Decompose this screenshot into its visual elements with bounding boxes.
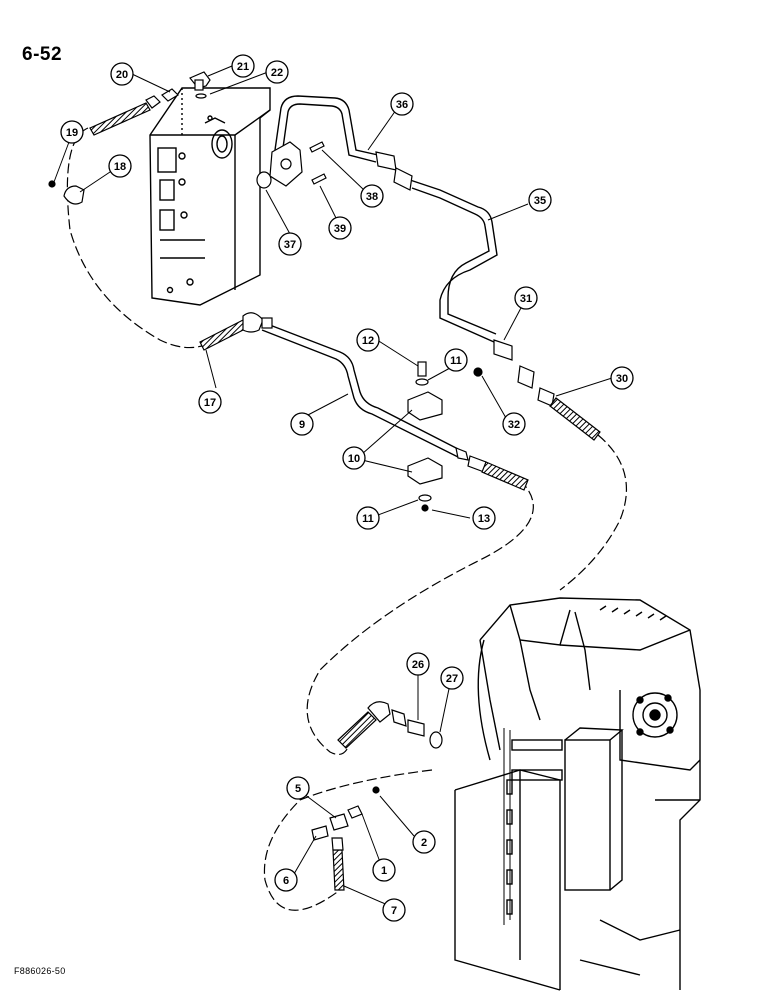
callout-39: 39 (328, 216, 352, 240)
callout-7: 7 (382, 898, 406, 922)
callout-20-label: 20 (116, 69, 128, 81)
callout-12: 12 (356, 328, 380, 352)
callout-36: 36 (390, 92, 414, 116)
callout-37: 37 (278, 232, 302, 256)
callout-20: 20 (110, 62, 134, 86)
callout-21: 21 (231, 54, 255, 78)
callout-12-label: 12 (362, 335, 374, 347)
callout-11-lower-label: 11 (362, 513, 374, 525)
callout-30: 30 (610, 366, 634, 390)
callout-17-label: 17 (204, 397, 216, 409)
callout-32: 32 (502, 412, 526, 436)
callout-11-upper-label: 11 (450, 355, 462, 367)
callout-1-label: 1 (381, 865, 387, 877)
callout-21-label: 21 (237, 61, 249, 73)
callout-5: 5 (286, 776, 310, 800)
flexible-hoses (66, 127, 627, 911)
callout-5-label: 5 (295, 783, 301, 795)
callouts: 20 21 22 19 18 36 38 35 39 37 31 12 11 3… (60, 54, 634, 922)
callout-30-label: 30 (616, 373, 628, 385)
callout-19: 19 (60, 120, 84, 144)
page-number: 6-52 (22, 44, 63, 65)
callout-32-label: 32 (508, 419, 520, 431)
callout-18-label: 18 (114, 161, 126, 173)
callout-18: 18 (108, 154, 132, 178)
callout-35-label: 35 (534, 195, 546, 207)
callout-22-label: 22 (271, 67, 283, 79)
callout-39-label: 39 (334, 223, 346, 235)
transmission-housing (454, 597, 701, 991)
callout-13: 13 (472, 506, 496, 530)
callout-6-label: 6 (283, 875, 289, 887)
callout-27-label: 27 (446, 673, 458, 685)
callout-37-label: 37 (284, 239, 296, 251)
callout-2-label: 2 (421, 837, 427, 849)
callout-11-lower: 11 (356, 506, 380, 530)
callout-31: 31 (514, 286, 538, 310)
callout-26: 26 (406, 652, 430, 676)
callout-1: 1 (372, 858, 396, 882)
callout-6: 6 (274, 868, 298, 892)
upper-housing (149, 87, 271, 306)
rigid-tubes (261, 95, 498, 458)
callout-11-upper: 11 (444, 348, 468, 372)
callout-36-label: 36 (396, 99, 408, 111)
fittings (48, 71, 601, 891)
callout-22: 22 (265, 60, 289, 84)
callout-17: 17 (198, 390, 222, 414)
callout-10-label: 10 (348, 453, 360, 465)
callout-2: 2 (412, 830, 436, 854)
callout-13-label: 13 (478, 513, 490, 525)
callout-38-label: 38 (366, 191, 378, 203)
callout-35: 35 (528, 188, 552, 212)
callout-27: 27 (440, 666, 464, 690)
leader-lines (53, 65, 613, 907)
callout-38: 38 (360, 184, 384, 208)
callout-9-label: 9 (299, 419, 305, 431)
callout-10: 10 (342, 446, 366, 470)
callout-19-label: 19 (66, 127, 78, 139)
callout-7-label: 7 (391, 905, 397, 917)
callout-26-label: 26 (412, 659, 424, 671)
callout-9: 9 (290, 412, 314, 436)
callout-31-label: 31 (520, 293, 532, 305)
figure-code: F886026-50 (14, 966, 66, 976)
